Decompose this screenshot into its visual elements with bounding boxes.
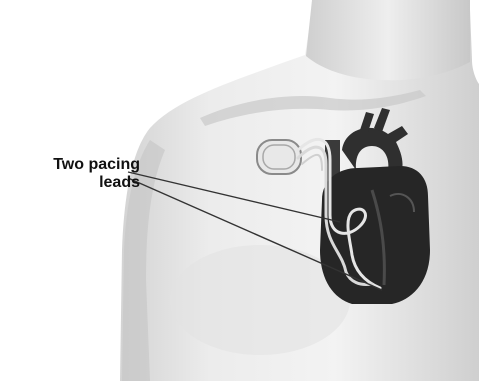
pacemaker-device-icon: [257, 140, 301, 174]
heart: [320, 166, 430, 304]
label-line-2: leads: [6, 174, 140, 192]
pacing-leads-label: Two pacing leads: [6, 156, 140, 192]
label-line-1: Two pacing: [6, 156, 140, 174]
neck: [306, 0, 470, 80]
